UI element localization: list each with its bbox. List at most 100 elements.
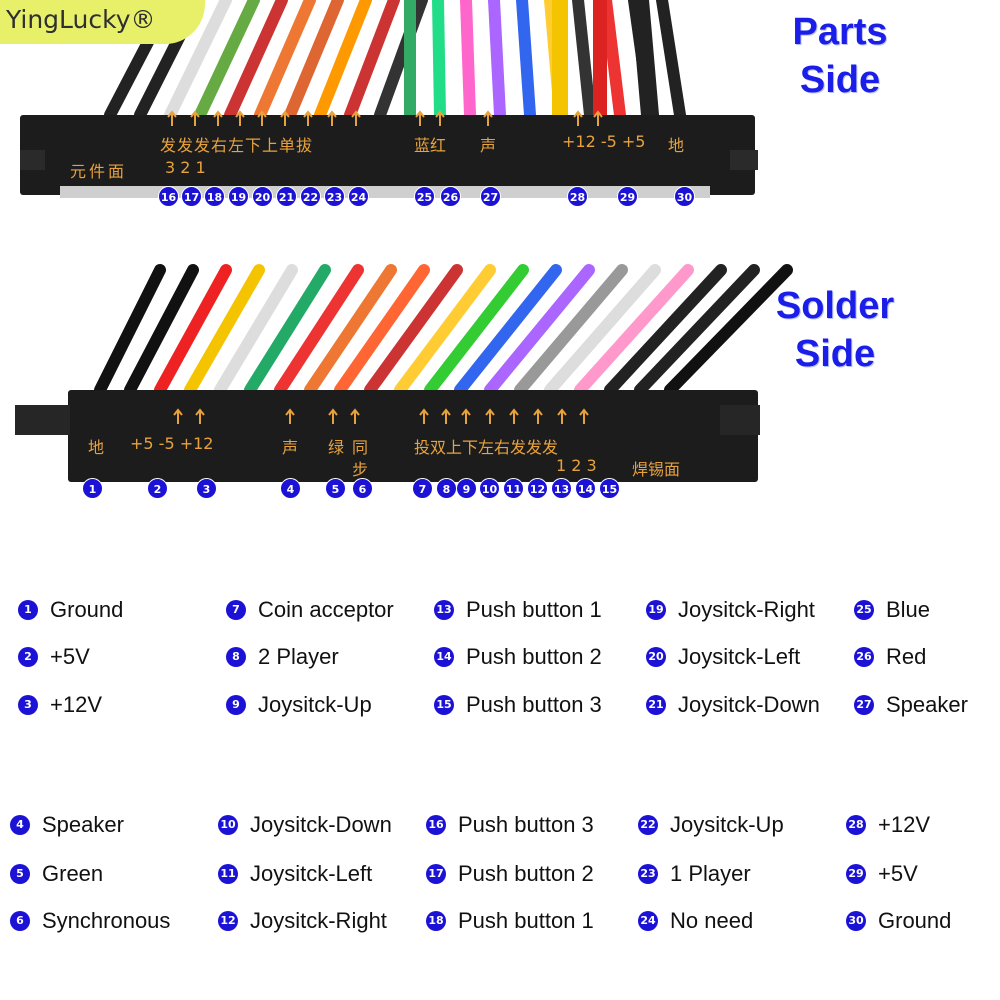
legend-label: +5V: [878, 861, 918, 886]
solder-title-line2: Side: [794, 333, 876, 375]
legend-item: 3+12V: [18, 692, 102, 718]
pin-number-badge: 29: [846, 864, 866, 884]
pin-number-badge: 24: [638, 911, 658, 931]
brand-watermark: YingLucky®: [0, 0, 205, 44]
pin-number-badge: 5: [10, 864, 30, 884]
parts-wire: [224, 0, 288, 121]
legend-label: Push button 2: [466, 644, 602, 669]
parts-connector-tab-left: [20, 150, 45, 170]
parts-pin-badge: 29: [617, 186, 638, 207]
solder-wire: [574, 264, 694, 396]
up-arrow-icon: [483, 110, 493, 126]
legend-label: Joysitck-Up: [670, 812, 784, 837]
parts-wire: [488, 0, 506, 121]
pin-number-badge: 1: [18, 600, 38, 620]
legend-label: Speaker: [886, 692, 968, 717]
solder-side-arrows: [173, 408, 589, 424]
solder-label-face: 焊锡面: [632, 460, 681, 479]
solder-pin-badge: 15: [599, 478, 620, 499]
parts-pin-badge: 30: [674, 186, 695, 207]
legend-item: 29 +5V: [846, 861, 918, 887]
solder-wire: [544, 264, 661, 396]
pin-number-badge: 23: [638, 864, 658, 884]
legend-label: Push button 3: [458, 812, 594, 837]
solder-wire: [634, 264, 760, 396]
solder-label-green: 绿: [328, 438, 345, 457]
pin-number-badge: 18: [426, 911, 446, 931]
legend-label: Joysitck-Left: [678, 644, 801, 669]
legend-label: Joysitck-Down: [250, 812, 392, 837]
up-arrow-icon: [350, 408, 360, 424]
up-arrow-icon: [509, 408, 519, 424]
parts-pin-badge: 23: [324, 186, 345, 207]
pin-number-badge: 27: [854, 695, 874, 715]
up-arrow-icon: [173, 408, 183, 424]
parts-pin-badge: 26: [440, 186, 461, 207]
parts-side-wires: [104, 0, 686, 124]
pin-number-badge: 20: [646, 647, 666, 667]
pin-number-badge: 14: [434, 647, 454, 667]
parts-wire: [164, 0, 232, 121]
parts-side-title: Parts Side: [770, 8, 910, 104]
up-arrow-icon: [441, 408, 451, 424]
parts-wire: [284, 0, 344, 121]
pin-number-badge: 4: [10, 815, 30, 835]
solder-wire: [214, 264, 298, 396]
solder-wire: [604, 264, 727, 396]
parts-pin-badge: 24: [348, 186, 369, 207]
pin-number-badge: 3: [18, 695, 38, 715]
pin-number-badge: 6: [10, 911, 30, 931]
solder-label-sound: 声: [282, 438, 299, 457]
solder-wire: [484, 264, 595, 396]
pin-number-badge: 26: [854, 647, 874, 667]
up-arrow-icon: [415, 110, 425, 126]
parts-pin-badge: 25: [414, 186, 435, 207]
parts-wire: [344, 0, 400, 121]
pin-number-badge: 28: [846, 815, 866, 835]
solder-label-sync2: 步: [352, 460, 369, 479]
legend-label: Red: [886, 644, 927, 669]
solder-pin-badge: 1: [82, 478, 103, 499]
solder-pin-badge: 2: [147, 478, 168, 499]
legend-label: Push button 1: [458, 908, 594, 933]
pin-number-badge: 30: [846, 911, 866, 931]
solder-wire: [454, 264, 562, 396]
parts-connector-tab-right: [730, 150, 758, 170]
legend-item: 5 Green: [10, 861, 103, 887]
legend-label: 1 Player: [670, 861, 751, 886]
parts-label-digits: 3 2 1: [165, 158, 206, 177]
up-arrow-icon: [557, 408, 567, 424]
legend-label: Ground: [878, 908, 952, 933]
up-arrow-icon: [285, 408, 295, 424]
pin-number-badge: 13: [434, 600, 454, 620]
legend-label: Joysitck-Right: [250, 908, 387, 933]
legend-item: 18 Push button 1: [426, 908, 594, 934]
legend-label: No need: [670, 908, 754, 933]
legend-label: Ground: [50, 597, 124, 622]
solder-pin-badge: 4: [280, 478, 301, 499]
solder-title-line1: Solder: [775, 285, 895, 327]
solder-connector-tab-left: [15, 405, 70, 435]
solder-wire: [244, 264, 331, 396]
legend-item: 14 Push button 2: [434, 644, 602, 670]
pin-number-badge: 19: [646, 600, 666, 620]
legend-label: Green: [42, 861, 104, 886]
parts-pin-badge: 19: [228, 186, 249, 207]
parts-connector-body: [20, 115, 755, 195]
parts-wire: [516, 0, 536, 121]
parts-label-ground: 地: [668, 136, 685, 155]
parts-pin-badge: 21: [276, 186, 297, 207]
solder-wire: [124, 264, 199, 396]
solder-pin-badge: 7: [412, 478, 433, 499]
parts-wire: [656, 0, 686, 121]
up-arrow-icon: [351, 110, 361, 126]
